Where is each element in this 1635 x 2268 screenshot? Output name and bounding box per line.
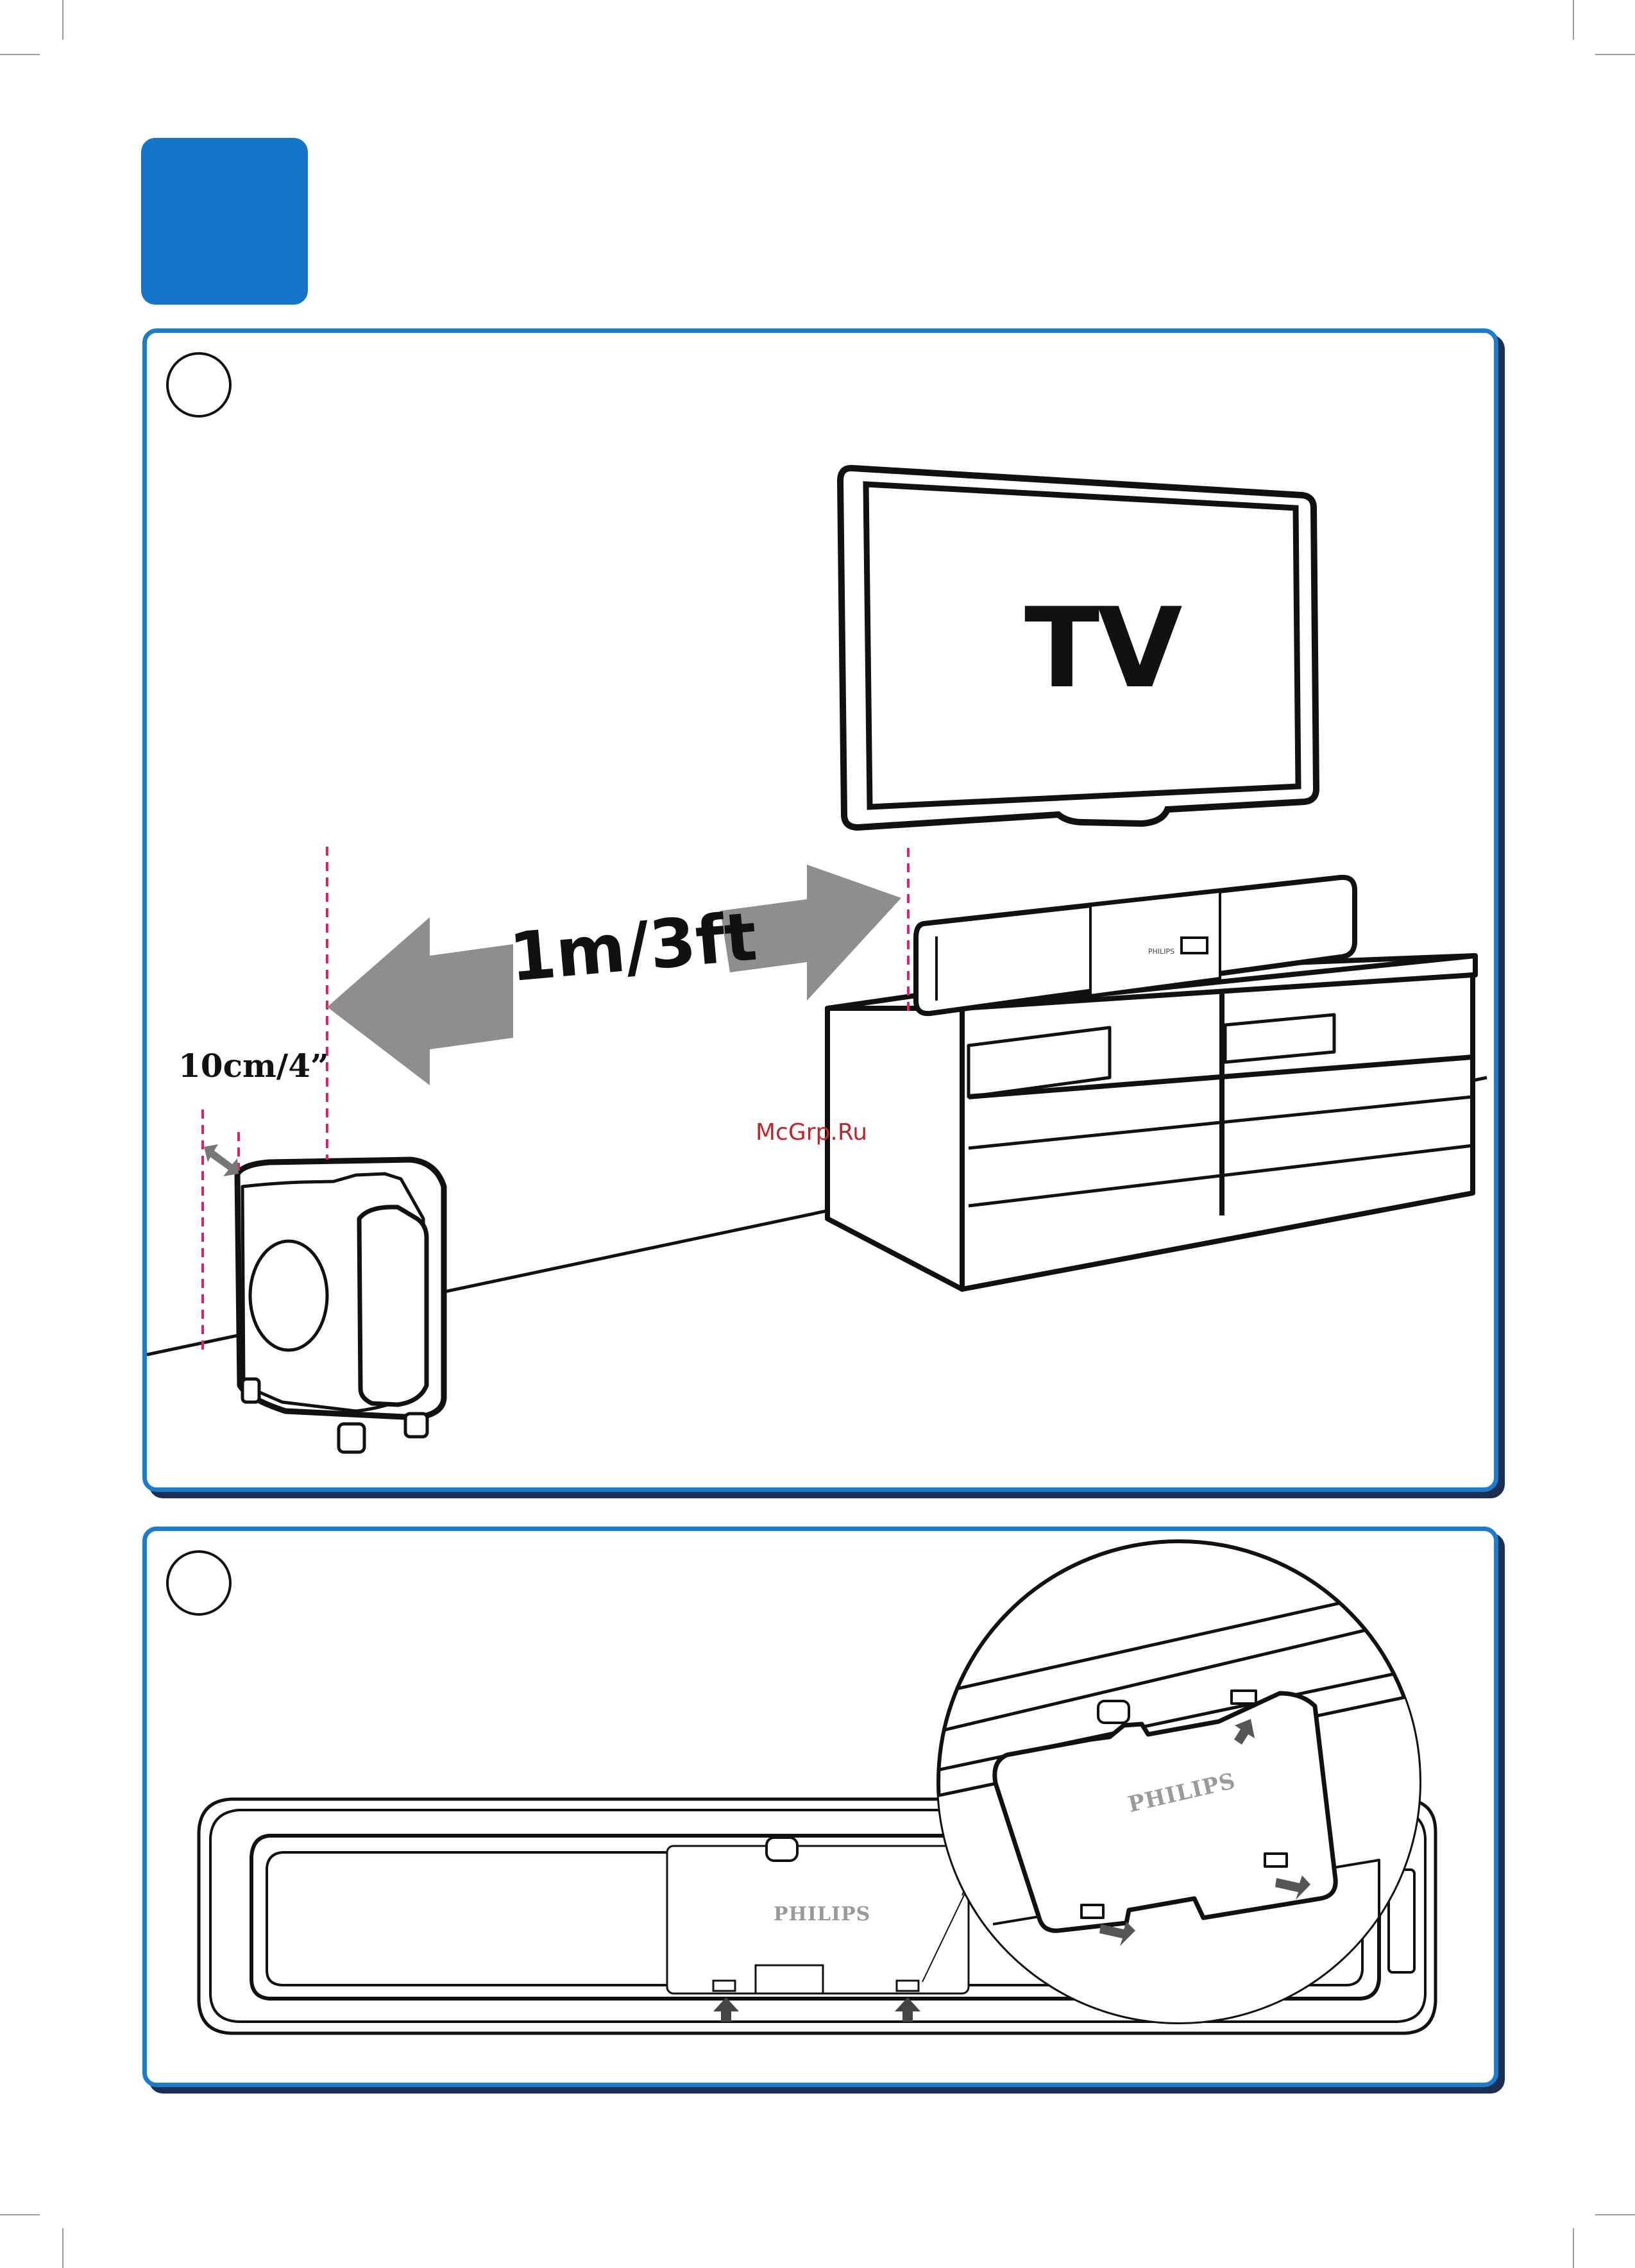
- subwoofer: [237, 1160, 444, 1452]
- cover-brand-label: PHILIPS: [774, 1903, 870, 1925]
- watermark-text: McGrp.Ru: [756, 1119, 867, 1146]
- wall-gap-arrow: [204, 1144, 239, 1176]
- wall-gap-label: 10cm/4”: [178, 1047, 329, 1085]
- arrow-left-to-subwoofer: [327, 917, 513, 1085]
- soundbar-brand-label: PHILIPS: [1148, 947, 1174, 956]
- tv-label: TV: [1024, 584, 1180, 713]
